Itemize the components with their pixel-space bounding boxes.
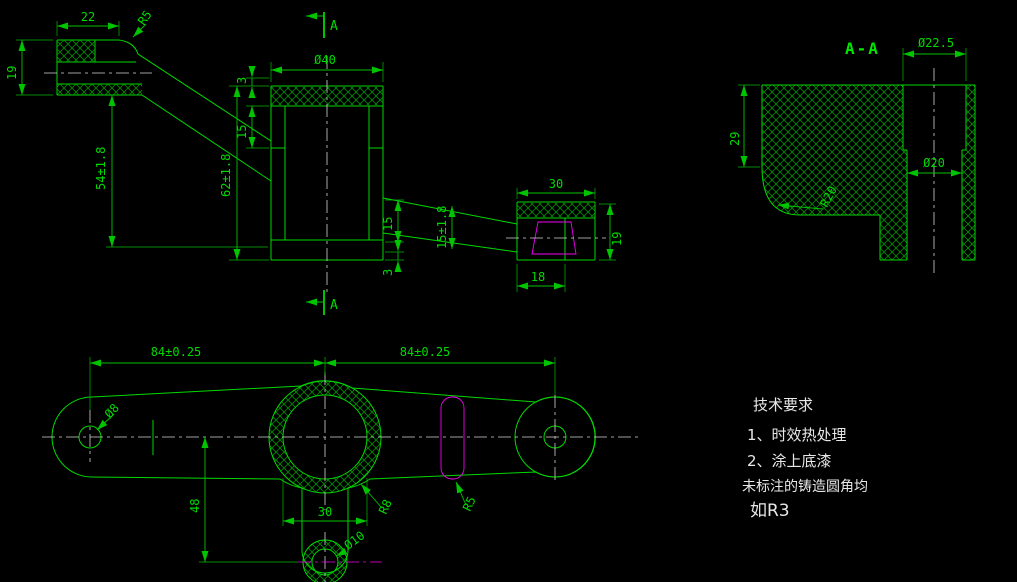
dim-arm-15: 15±1.8 <box>435 206 449 249</box>
part-outline <box>57 39 272 142</box>
front-view: A A 22 R5 19 54±1.8 <box>5 8 624 315</box>
section-cut-mark-bottom: A <box>306 290 338 315</box>
dim-span-left: 84±0.25 <box>151 345 202 359</box>
hatch-region <box>962 85 975 260</box>
dim-width-30: 30 <box>549 177 563 191</box>
section-cut-mark-top: A <box>306 12 338 38</box>
dim-height-3-mid: 3 <box>381 269 395 276</box>
dim-height-48: 48 <box>188 499 202 513</box>
dim-width-22: 22 <box>81 10 95 24</box>
dim-width-30: 30 <box>318 505 332 519</box>
hatch-region <box>517 203 595 217</box>
dim-span-right: 84±0.25 <box>400 345 451 359</box>
dim-dia-8: Ø8 <box>102 401 122 421</box>
hatch-region <box>271 87 383 105</box>
dim-depth-3-left: 3 <box>235 77 249 84</box>
front-dimensions: 22 R5 19 54±1.8 62±1.8 15 <box>5 8 624 292</box>
dim-radius-r8: R8 <box>376 497 395 516</box>
section-view: A-A 29 Ø22.5 Ø20 <box>728 36 976 276</box>
note-line-2: 2、涂上底漆 <box>747 452 832 470</box>
dim-depth-15-left: 15 <box>235 125 249 139</box>
section-title: A-A <box>845 39 880 58</box>
dim-height-15-mid: 15 <box>381 217 395 231</box>
plan-dimensions: 84±0.25 84±0.25 Ø8 48 30 R8 R5 Ø10 <box>89 345 556 563</box>
rotated-section-hatch <box>531 221 577 255</box>
dim-dia-20: Ø20 <box>923 156 945 170</box>
dim-dia-22-5: Ø22.5 <box>918 36 954 50</box>
section-label-a-bottom: A <box>330 298 338 313</box>
hatch-region <box>57 40 95 62</box>
dim-height-19-right: 19 <box>610 232 624 246</box>
dim-height-19-left: 19 <box>5 66 19 80</box>
note-line-4: 如R3 <box>750 501 790 521</box>
dim-height-29: 29 <box>728 132 742 146</box>
note-line-3: 未标注的铸造圆角均 <box>742 479 868 495</box>
dim-dia-40: Ø40 <box>314 53 336 67</box>
dim-dia-10: Ø10 <box>342 528 368 552</box>
dim-height-54: 54±1.8 <box>94 147 108 190</box>
hatch-region <box>57 84 142 95</box>
hatch-region <box>762 85 907 260</box>
notes-title: 技术要求 <box>753 396 813 414</box>
dim-radius-r5: R5 <box>135 8 155 28</box>
plan-view: 84±0.25 84±0.25 Ø8 48 30 R8 R5 Ø10 <box>42 345 640 582</box>
rotated-section-hatch <box>440 396 465 480</box>
section-label-a-top: A <box>330 19 338 34</box>
dim-width-18: 18 <box>531 270 545 284</box>
technical-notes: 技术要求 1、时效热处理 2、涂上底漆 未标注的铸造圆角均 如R3 <box>742 396 868 521</box>
dim-height-62: 62±1.8 <box>219 154 233 197</box>
dim-radius-r5: R5 <box>460 494 479 513</box>
note-line-1: 1、时效热处理 <box>747 426 847 444</box>
